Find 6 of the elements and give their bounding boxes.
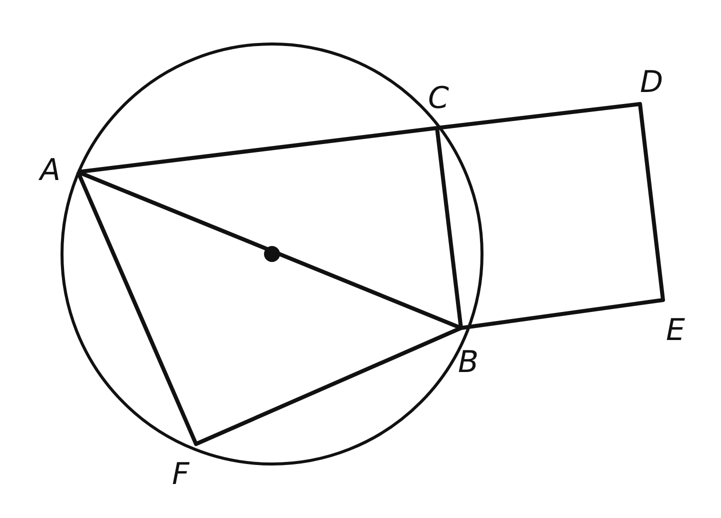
point-label: F: [172, 457, 190, 492]
point-label: A: [40, 153, 61, 188]
point-label: D: [640, 65, 664, 100]
point-label: B: [458, 345, 479, 380]
point-label: C: [428, 81, 449, 116]
point-label: E: [666, 313, 685, 348]
